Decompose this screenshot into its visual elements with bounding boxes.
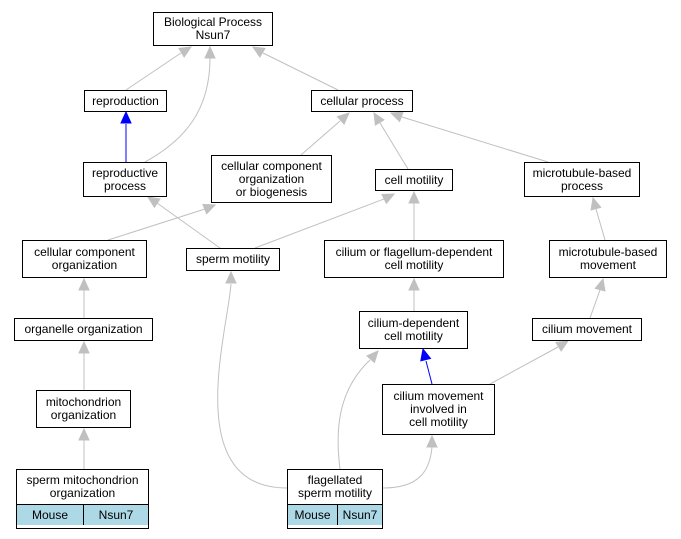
node-microtubule-based-process[interactable]: microtubule-based process	[524, 162, 640, 197]
edge-sperm-motility-to-cell-motility	[254, 193, 396, 249]
edge-reproductive-process-to-root-line	[144, 57, 211, 163]
gene-cell: Nsun7	[337, 505, 382, 525]
edge-mt-movement-to-mt-process-arrowhead	[590, 196, 602, 211]
node-flagellated-sperm-motility[interactable]: flagellated sperm motility Mouse Nsun7	[287, 469, 383, 529]
edge-flag-sperm-to-cm-involved-arrowhead	[426, 434, 438, 448]
edge-flag-sperm-to-sperm-motility	[217, 270, 288, 489]
node-cellular-component-organization[interactable]: cellular component organization	[22, 240, 147, 278]
node-organelle-organization[interactable]: organelle organization	[14, 318, 153, 341]
node-label: sperm mitochondrion organization	[17, 470, 148, 505]
edge-flag-sperm-to-sperm-motility-line	[217, 283, 288, 489]
edge-flag-sperm-to-cilium-dep-line	[337, 359, 371, 470]
node-cellular-process[interactable]: cellular process	[311, 90, 413, 112]
edge-cm-involved-to-cilium-dep	[420, 347, 433, 385]
edge-sperm-motility-to-cell-motility-arrowhead	[381, 193, 396, 205]
species-cell: Mouse	[17, 505, 83, 525]
species-cell: Mouse	[288, 505, 337, 525]
edge-cm-involved-to-cilium-dep-arrowhead	[420, 347, 432, 362]
edge-cilium-dep-to-cilium-flag-arrowhead	[408, 277, 420, 291]
edge-cilium-movement-to-mt-movement-arrowhead	[594, 277, 606, 292]
edge-flag-sperm-to-cilium-dep	[337, 350, 379, 470]
node-label: flagellated sperm motility	[288, 470, 382, 505]
node-cilium-dependent-cell-motility[interactable]: cilium-dependent cell motility	[359, 311, 468, 349]
edge-reproductive-process-to-root-arrowhead	[204, 45, 216, 59]
node-cilium-or-flagellum-dependent-cell-motility[interactable]: cilium or flagellum-dependent cell motil…	[324, 240, 504, 278]
node-cell-motility[interactable]: cell motility	[375, 169, 453, 191]
edge-ccob-to-cellular-process-line	[300, 120, 341, 156]
edge-cellular-process-to-root	[251, 46, 339, 91]
edge-cilium-flag-to-cell-motility-arrowhead	[408, 190, 420, 204]
edge-reproduction-to-root-line	[125, 52, 182, 91]
edge-organelle-org-to-cc-org-arrowhead	[78, 277, 90, 291]
edge-sperm-mito-to-mito-org-arrowhead	[78, 427, 90, 441]
edge-reproductive-process-to-root	[144, 45, 216, 163]
edge-sperm-mito-to-mito-org	[78, 427, 90, 469]
node-cilium-movement[interactable]: cilium movement	[532, 318, 642, 341]
edge-reproduction-to-root-arrowhead	[178, 46, 193, 58]
edge-flag-sperm-to-cm-involved-line	[382, 446, 433, 489]
edge-mt-process-to-cellular-process	[389, 111, 549, 163]
node-mitochondrion-organization[interactable]: mitochondrion organization	[36, 390, 131, 428]
node-sperm-motility[interactable]: sperm motility	[186, 248, 280, 271]
edge-cilium-movement-to-mt-movement-line	[589, 289, 601, 319]
edge-sperm-motility-to-reproductive-process-arrowhead	[146, 196, 161, 209]
node-sperm-mitochondrion-organization[interactable]: sperm mitochondrion organization Mouse N…	[16, 469, 149, 529]
node-reproduction[interactable]: reproduction	[84, 90, 167, 112]
node-cilium-movement-involved-in-cell-motility[interactable]: cilium movement involved in cell motilit…	[382, 384, 495, 435]
edge-cm-involved-to-cilium-movement-line	[489, 346, 559, 385]
node-biological-process[interactable]: Biological Process Nsun7	[153, 12, 273, 46]
edge-mt-process-to-cellular-process-line	[401, 116, 549, 163]
edge-cilium-flag-to-cell-motility	[408, 190, 420, 240]
edge-mt-process-to-cellular-process-arrowhead	[389, 111, 404, 123]
edge-reproductive-process-to-reproduction-arrowhead	[120, 110, 132, 124]
edge-cellular-process-to-root-line	[262, 52, 339, 91]
node-reproductive-process[interactable]: reproductive process	[83, 162, 167, 197]
edge-organelle-org-to-cc-org	[78, 277, 90, 318]
edge-cm-involved-to-cilium-movement-arrowhead	[555, 340, 570, 352]
edge-mt-movement-to-mt-process	[590, 196, 606, 241]
edge-sperm-motility-to-reproductive-process-line	[156, 202, 221, 249]
edge-cilium-movement-to-mt-movement	[589, 277, 606, 319]
edge-cm-involved-to-cilium-movement	[489, 340, 570, 385]
edge-mt-movement-to-mt-process-line	[595, 208, 606, 241]
node-cellular-component-organization-or-biogenesis[interactable]: cellular component organization or bioge…	[211, 155, 332, 203]
edge-mito-org-to-organelle-org	[78, 340, 90, 390]
edge-cell-motility-to-cellular-process-line	[379, 122, 409, 170]
edge-cc-org-to-ccob	[107, 203, 217, 241]
edge-ccob-to-cellular-process	[300, 112, 350, 156]
edge-cc-org-to-ccob-arrowhead	[202, 203, 217, 215]
edge-mito-org-to-organelle-org-arrowhead	[78, 340, 90, 354]
gene-cell: Nsun7	[83, 505, 148, 525]
edge-sperm-motility-to-cell-motility-line	[254, 198, 385, 249]
node-microtubule-based-movement[interactable]: microtubule-based movement	[549, 240, 667, 278]
edge-sperm-motility-to-reproductive-process	[146, 196, 221, 249]
edge-cilium-dep-to-cilium-flag	[408, 277, 420, 311]
edge-reproduction-to-root	[125, 46, 193, 91]
edge-cm-involved-to-cilium-dep-line	[425, 360, 433, 385]
edge-ccob-to-cellular-process-arrowhead	[336, 112, 350, 125]
edge-flag-sperm-to-cm-involved	[382, 434, 438, 489]
edge-cell-motility-to-cellular-process-arrowhead	[373, 111, 385, 126]
edge-flag-sperm-to-sperm-motility-arrowhead	[225, 270, 237, 284]
edge-cellular-process-to-root-arrowhead	[251, 46, 266, 58]
edge-flag-sperm-to-cilium-dep-arrowhead	[366, 350, 379, 364]
edge-reproductive-process-to-reproduction	[120, 110, 132, 162]
edge-cell-motility-to-cellular-process	[373, 111, 409, 170]
edge-cc-org-to-ccob-line	[107, 208, 206, 241]
